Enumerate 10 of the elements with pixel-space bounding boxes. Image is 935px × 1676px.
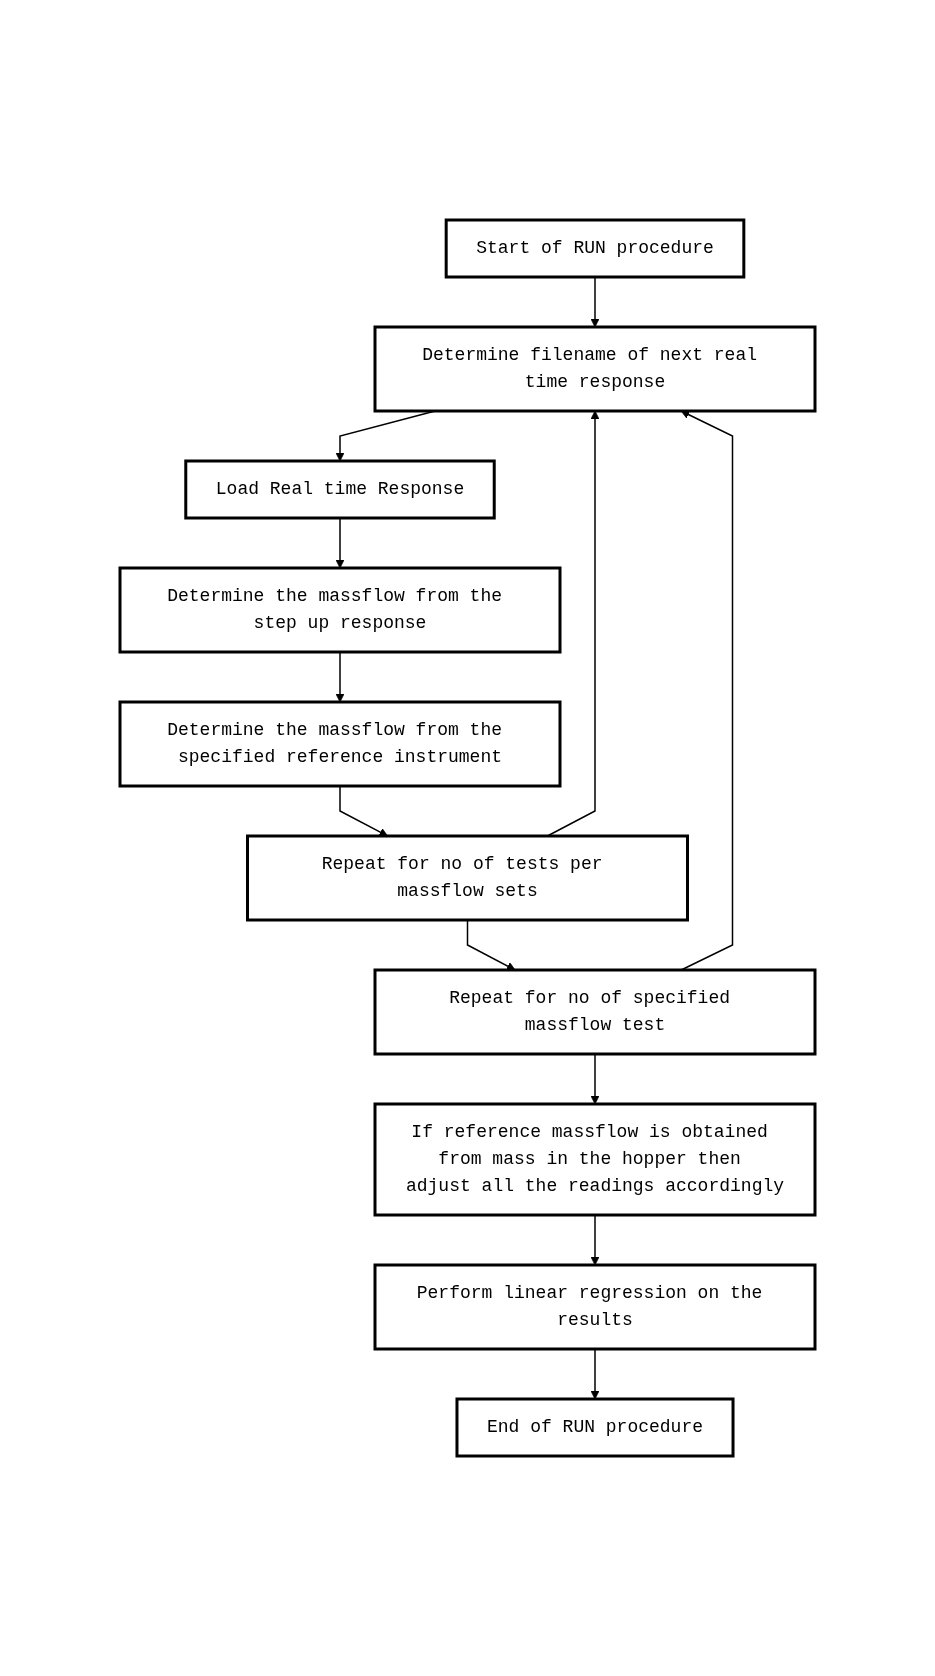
node-box: End of RUN procedure <box>455 1397 735 1458</box>
node-box: Load Real time Response <box>184 459 496 520</box>
node-box: If reference massflow is obtained from mass in the hopper then adjust all the readings accordingly <box>373 1102 817 1217</box>
node-box: Perform linear regression on the results <box>373 1263 817 1351</box>
node-box: Repeat for no of tests per massflow sets <box>246 834 689 922</box>
node-box: Start of RUN procedure <box>444 218 746 279</box>
node-box: Determine the massflow from the step up response <box>118 566 562 654</box>
node-box: Repeat for no of specified massflow test <box>373 968 817 1056</box>
node-box: Determine the massflow from the specified reference instrument <box>118 700 562 788</box>
node-box: Determine filename of next real time response <box>373 325 817 413</box>
